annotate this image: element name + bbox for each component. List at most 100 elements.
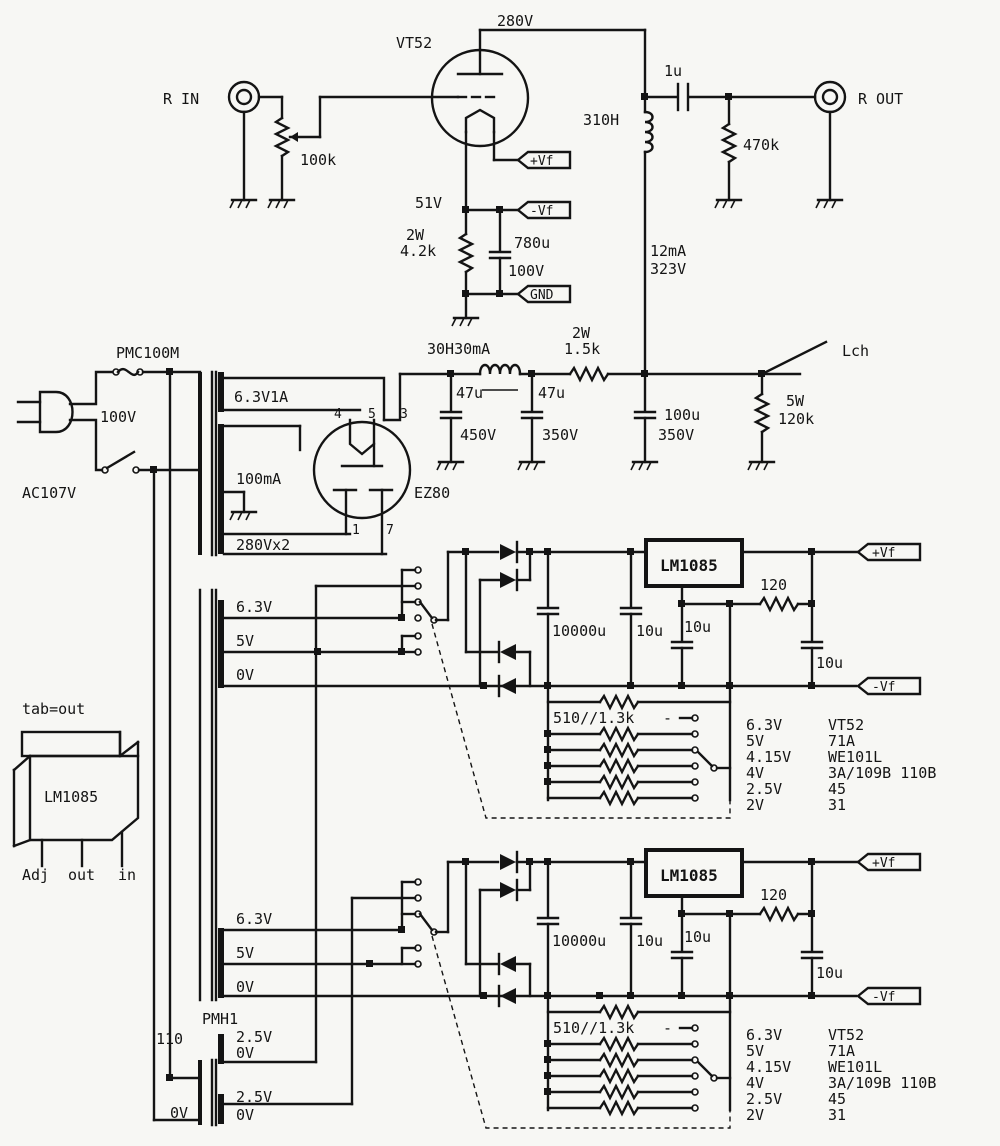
heater-winding-1 [218,600,224,688]
choke-value: 310H [583,111,619,129]
selector-switch-1 [400,566,438,656]
cap-b-1 [670,602,694,688]
tap-voltage: 2V [746,796,764,814]
resistor-ladder-1 [544,684,732,807]
heater-winding-2 [218,928,224,998]
aux-transformer-label: PMH1 [202,1010,238,1028]
heater1-5: 5V [236,632,254,650]
mains-100: 100V [100,408,136,426]
plate-current: 12mA [650,242,686,260]
ladder-2-dash: - [663,1019,672,1037]
hv-cap-2-value: 47u [538,384,565,402]
tap-tube: WE101L [828,1058,882,1076]
output-label: R OUT [858,90,903,108]
plate-choke [643,110,654,376]
out-cap-1-value: 10u [816,654,843,672]
aux-secondary-2 [218,1094,224,1124]
tap-voltage: 6.3V [746,1026,782,1044]
output-jack [813,80,847,114]
tap-voltage: 2V [746,1106,764,1124]
heater1-0: 0V [236,666,254,684]
cap-a-2 [619,860,643,998]
set-resistor-2-value: 120 [760,886,787,904]
vf-minus-1-label: -Vf [872,680,895,695]
heater2-63: 6.3V [236,910,272,928]
cathode-cap-value: 780u [514,234,550,252]
filter-choke [478,363,522,391]
aux-sec1-0: 0V [236,1044,254,1062]
vf-plus-label: +Vf [530,154,553,169]
vf-minus-label: -Vf [530,204,553,219]
tap-voltage: 4.15V [746,1058,791,1076]
regulator-2-label: LM1085 [660,866,718,885]
input-jack [227,80,261,114]
cap-a-1-value: 10u [636,622,663,640]
vf-minus-tag [516,200,572,220]
set-resistor-1 [758,595,800,613]
gnd-label: GND [530,288,554,303]
aux-sec2-0: 0V [236,1106,254,1124]
cathode-res-value: 4.2k [400,242,436,260]
vf-minus-tag-2 [856,986,922,1006]
volume-pot [273,95,322,202]
regulator-1-label: LM1085 [660,556,718,575]
pin-5: 5 [368,407,376,422]
tap-tube: 45 [828,1090,846,1108]
tap-voltage: 4V [746,1074,764,1092]
cathode-res-power: 2W [406,226,425,244]
rectifier-label: EZ80 [414,484,450,502]
pin-adj: Adj [22,866,49,884]
winding-heater: 6.3V1A [234,388,288,406]
hv-cap-1-voltage: 450V [460,426,496,444]
lm1085-package [12,730,140,868]
tap-voltage: 5V [746,732,764,750]
tap-tube: 71A [828,732,855,750]
tap-voltage: 2.5V [746,1090,782,1108]
pin-1: 1 [352,523,360,538]
tap-tube: 71A [828,1042,855,1060]
input-label: R IN [163,90,199,108]
hv-cap-2-voltage: 350V [542,426,578,444]
filter-cap-1 [536,550,560,688]
hv-cap-3-voltage: 350V [658,426,694,444]
vf-plus-1-label: +Vf [872,546,895,561]
bridge-rectifier-1 [478,540,648,698]
set-resistor-1-value: 120 [760,576,787,594]
tap-voltage: 4V [746,764,764,782]
vf-minus-tag-1 [856,676,922,696]
vf-minus-2-label: -Vf [872,990,895,1005]
winding-hv-current: 100mA [236,470,281,488]
coupling-cap-value: 1u [664,62,682,80]
aux-primary-110: 110 [156,1030,183,1048]
tube-label: VT52 [396,34,432,52]
filter-cap-2-value: 10000u [552,932,606,950]
tap-table-2: 6.3V VT52 5V 71A 4.15V WE101L 4V 3A/109B… [746,1026,936,1124]
rectifier-ez80 [312,372,412,556]
cap-b-2-value: 10u [684,928,711,946]
regulator-2 [644,848,744,898]
bleeder-power: 5W [786,392,805,410]
output-resistor [720,95,738,202]
tap-voltage: 5V [746,1042,764,1060]
ground-symbol-input [229,198,296,209]
other-channel-label: Lch [842,342,869,360]
bleeder-value: 120k [778,410,814,428]
plate-voltage: 280V [497,12,533,30]
bridge-rectifier-2 [478,850,648,1008]
pin-out: out [68,866,95,884]
coupling-capacitor [676,82,690,112]
heater1-63: 6.3V [236,598,272,616]
ground-symbol-ct [229,510,258,521]
cathode-resistor [457,208,475,320]
vf-plus-tag [516,150,572,170]
tap-table-1: 6.3V VT52 5V 71A 4.15V WE101L 4V 3A/109B… [746,716,936,814]
aux-sec2-25: 2.5V [236,1088,272,1106]
cap-a-2-value: 10u [636,932,663,950]
cap-a-1 [619,550,643,688]
ladder-2-value: 510//1.3k [553,1019,634,1037]
out-cap-2 [800,860,824,998]
out-cap-2-value: 10u [816,964,843,982]
pin-4: 4 [334,407,342,422]
ladder-1-value: 510//1.3k [553,709,634,727]
